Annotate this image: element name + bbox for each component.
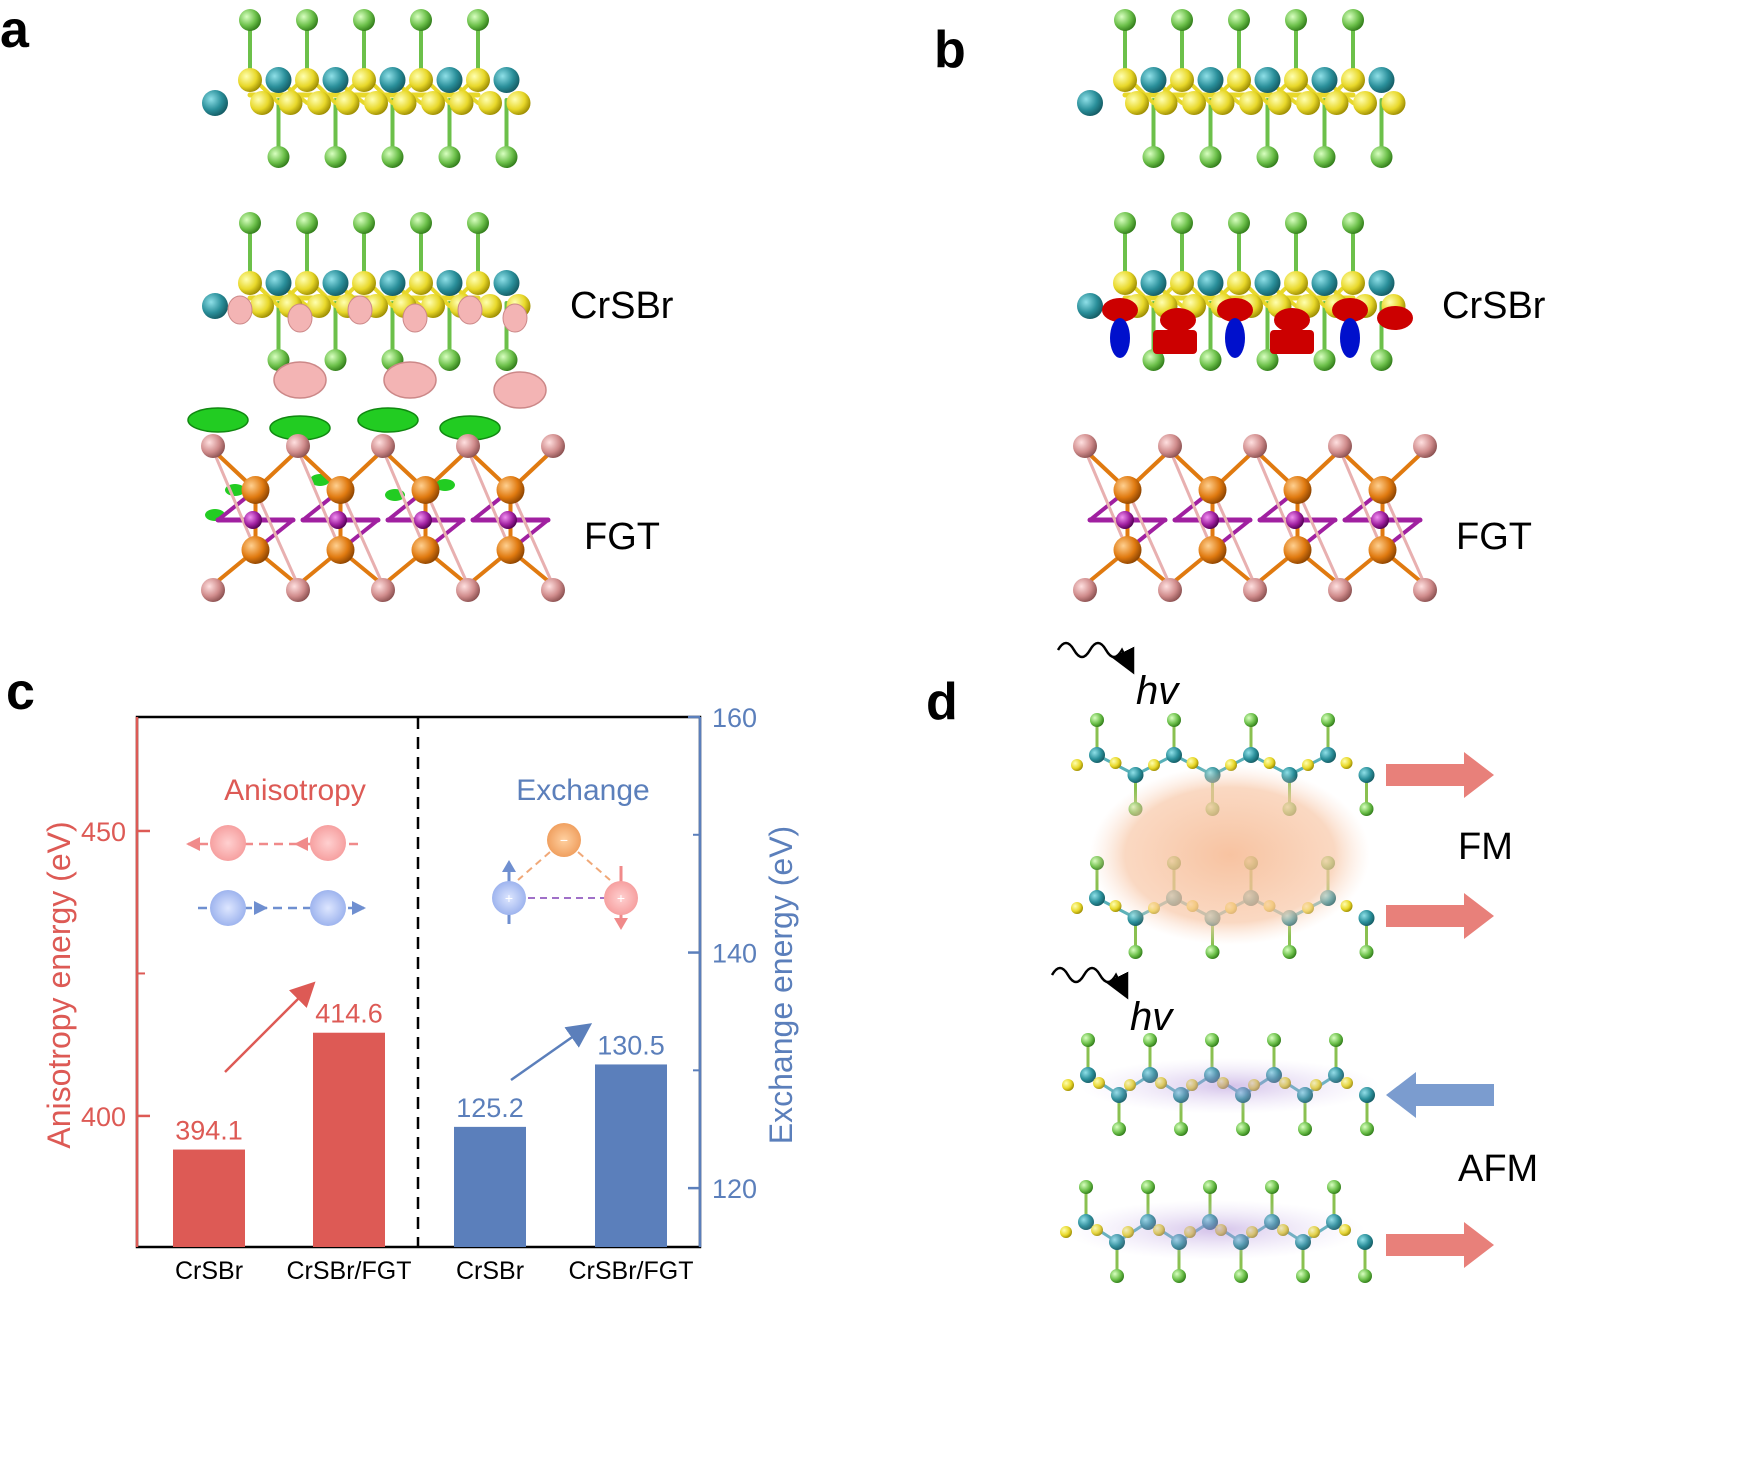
- spin-left-arrow-icon-afm-top: [1386, 1072, 1494, 1118]
- spin-red-lobe: [1160, 308, 1196, 332]
- bar-value-label: 394.1: [175, 1116, 243, 1146]
- x-tick-label: CrSBr: [175, 1257, 243, 1285]
- panel-b-label-crsbr: CrSBr: [1442, 285, 1546, 327]
- spin-red-lobe: [1102, 298, 1138, 322]
- bar-value-label: 414.6: [315, 999, 383, 1029]
- charge-density-isosurfaces: [187, 295, 547, 521]
- panel-letter-c: c: [6, 663, 35, 721]
- spin-red-lobe: [1217, 298, 1253, 322]
- crsbr-layer: [202, 9, 531, 168]
- right-tick-label: 160: [712, 703, 757, 733]
- bar-anisotropy: [313, 1032, 385, 1247]
- exchange-schematic: − + +: [492, 823, 638, 930]
- charge-green-lobe: [187, 407, 249, 433]
- x-tick-label: CrSBr/FGT: [569, 1257, 694, 1285]
- charge-pink-lobe: [347, 295, 373, 325]
- fgt-layer: [1073, 434, 1437, 602]
- photon-label-afm: hv: [1130, 995, 1174, 1039]
- charge-pink-lobe: [493, 371, 547, 409]
- crsbr-layer: [202, 212, 531, 371]
- exchange-title: Exchange: [516, 774, 649, 807]
- right-tick-label: 140: [712, 939, 757, 969]
- spin-right-arrow-icon-fm-top: [1386, 752, 1494, 798]
- spin-red-lobe: [1270, 330, 1314, 354]
- svg-text:+: +: [505, 890, 513, 906]
- fgt-layer: [201, 434, 565, 602]
- bar-exchange: [595, 1064, 667, 1247]
- bar-anisotropy: [173, 1149, 245, 1247]
- spin-red-lobe: [1153, 330, 1197, 354]
- y-axis-label-right: Exchange energy (eV): [763, 826, 799, 1144]
- spin-right-arrow-icon-fm-bottom: [1386, 893, 1494, 939]
- x-tick-label: CrSBr/FGT: [287, 1257, 412, 1285]
- energy-bar-chart: 400 450 120 140 160 394.1 414.6 125.2 130.5CrSBr…: [41, 703, 799, 1285]
- panel-b-label-fgt: FGT: [1456, 516, 1532, 558]
- photon-wave-icon-afm: [1050, 966, 1129, 1000]
- bar-value-label: 125.2: [456, 1093, 524, 1123]
- charge-pink-lobe: [273, 361, 327, 399]
- spin-blue-lobe: [1110, 318, 1130, 358]
- spin-density-isosurfaces: [1102, 298, 1413, 358]
- fm-interlayer-cloud: [1090, 765, 1370, 945]
- panel-letter-b: b: [934, 21, 966, 79]
- crystal-structures: [187, 9, 1437, 1283]
- charge-green-lobe: [357, 407, 419, 433]
- charge-green-lobe: [435, 479, 455, 491]
- charge-pink-lobe: [383, 361, 437, 399]
- afm-layer-glow-top: [1080, 1058, 1380, 1114]
- afm-layer-glow-bottom: [1065, 1200, 1365, 1260]
- panel-d-label-fm: FM: [1458, 826, 1513, 868]
- spin-red-lobe: [1377, 306, 1413, 330]
- panel-a-label-crsbr: CrSBr: [570, 285, 674, 327]
- left-tick-label: 450: [81, 817, 126, 847]
- charge-pink-lobe: [227, 295, 253, 325]
- panel-letter-a: a: [0, 1, 29, 59]
- y-axis-label-left: Anisotropy energy (eV): [41, 821, 77, 1148]
- panel-d-schematic: hv hv: [1050, 641, 1494, 1268]
- crsbr-layer: [1077, 9, 1406, 168]
- exchange-increase-arrow: [510, 1023, 593, 1082]
- anisotropy-title: Anisotropy: [224, 774, 366, 807]
- right-tick-label: 120: [712, 1174, 757, 1204]
- left-tick-label: 400: [81, 1102, 126, 1132]
- panel-a-label-fgt: FGT: [584, 516, 660, 558]
- spin-red-lobe: [1332, 298, 1368, 322]
- anisotropy-schematic: [186, 825, 366, 926]
- spin-red-lobe: [1274, 308, 1310, 332]
- anisotropy-increase-arrow: [224, 981, 316, 1073]
- photon-label-fm: hv: [1136, 669, 1180, 713]
- spin-blue-lobe: [1340, 318, 1360, 358]
- panel-d-label-afm: AFM: [1458, 1148, 1539, 1190]
- spin-right-arrow-icon-afm-bottom: [1386, 1222, 1494, 1268]
- photon-wave-icon-fm: [1056, 641, 1135, 675]
- x-tick-label: CrSBr: [456, 1257, 524, 1285]
- bar-value-label: 130.5: [597, 1030, 665, 1060]
- svg-text:−: −: [560, 832, 568, 848]
- charge-pink-lobe: [402, 303, 428, 333]
- bar-exchange: [454, 1126, 526, 1247]
- charge-pink-lobe: [502, 303, 528, 333]
- svg-text:+: +: [617, 890, 625, 906]
- charge-pink-lobe: [287, 303, 313, 333]
- panel-letter-d: d: [926, 673, 958, 731]
- charge-pink-lobe: [457, 295, 483, 325]
- spin-blue-lobe: [1225, 318, 1245, 358]
